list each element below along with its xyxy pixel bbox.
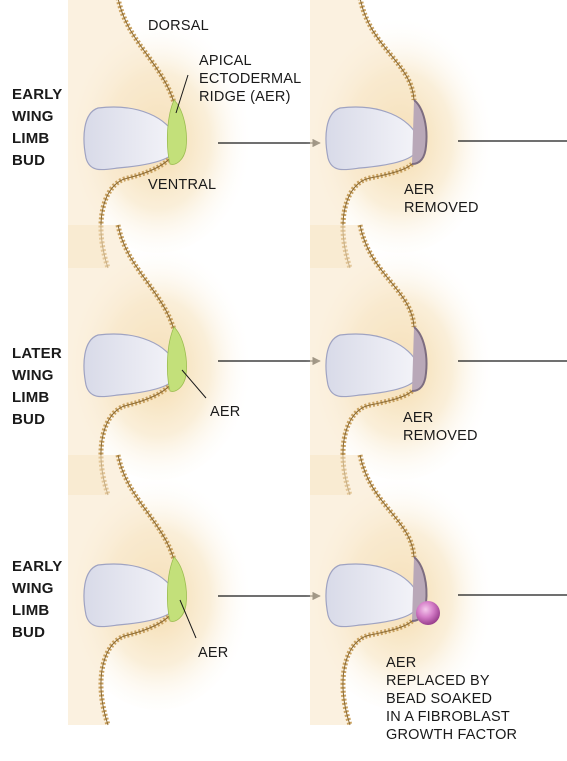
dorsal-label: DORSAL	[148, 17, 209, 35]
aer-label-3: AER	[198, 644, 228, 662]
early-limb-bud-aer-3	[63, 455, 253, 725]
result-label-1: AER REMOVED	[404, 181, 479, 217]
aer-label-1: APICAL ECTODERMAL RIDGE (AER)	[199, 52, 301, 106]
side-label-2: LATER WING LIMB BUD	[12, 343, 62, 431]
side-label-1: EARLY WING LIMB BUD	[12, 84, 62, 172]
aer-label-2: AER	[210, 403, 240, 421]
result-label-3: AER REPLACED BY BEAD SOAKED IN A FIBROBL…	[386, 654, 517, 744]
later-limb-bud-aer	[63, 225, 253, 495]
result-label-2: AER REMOVED	[403, 409, 478, 445]
ventral-label: VENTRAL	[148, 176, 216, 194]
side-label-3: EARLY WING LIMB BUD	[12, 556, 62, 644]
fgf-bead	[416, 601, 440, 625]
later-limb-bud-aer-removed	[305, 225, 495, 495]
